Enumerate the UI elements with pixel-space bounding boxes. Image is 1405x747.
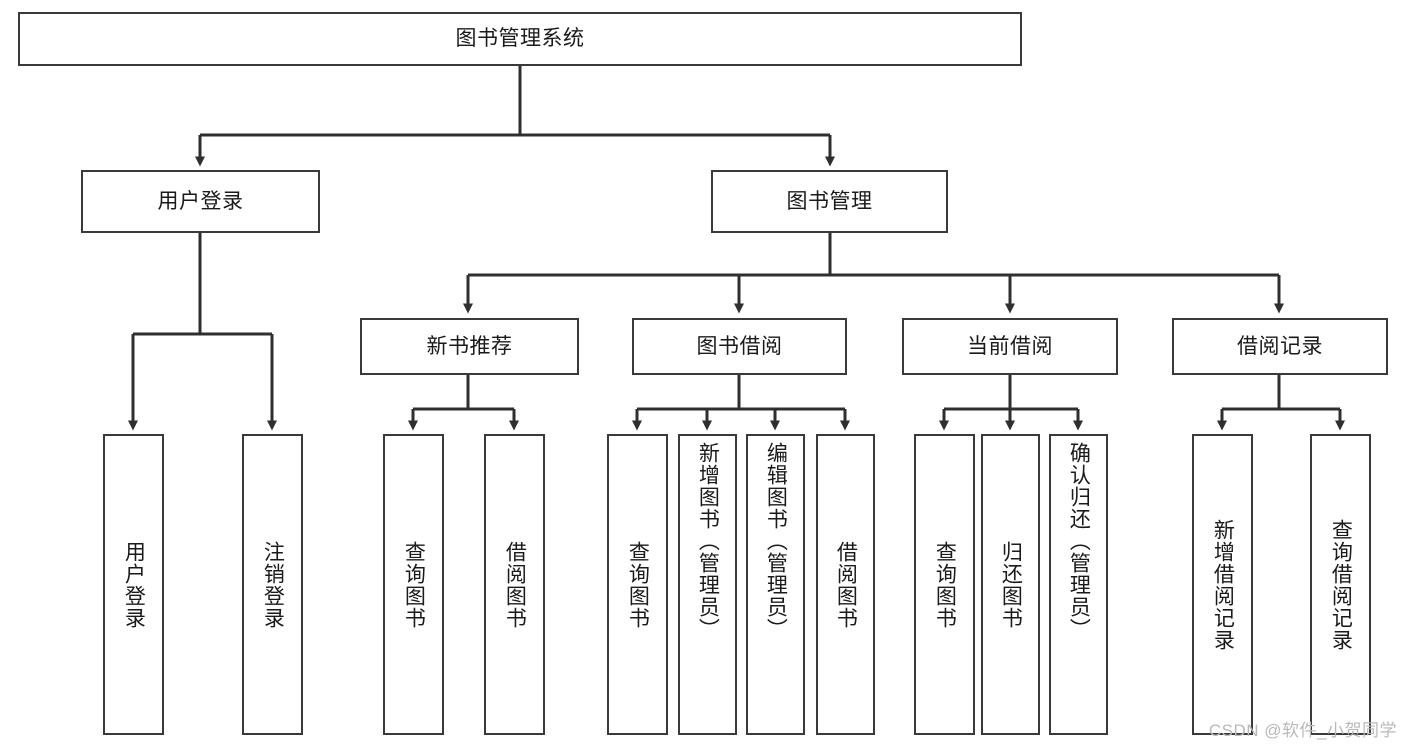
node-leaf-user-login[interactable]: 用户登录 bbox=[103, 434, 164, 735]
node-leaf-query-record-label: 查询借阅记录 bbox=[1329, 518, 1353, 651]
node-leaf-confirm-return-label: 确认归还（管理员） bbox=[1067, 442, 1091, 640]
csdn-watermark: CSDN @软件_小贺同学 bbox=[1208, 721, 1397, 740]
node-leaf-return-book-label: 归还图书 bbox=[999, 540, 1023, 629]
node-leaf-query-book-1-label: 查询图书 bbox=[402, 540, 426, 629]
node-leaf-query-record[interactable]: 查询借阅记录 bbox=[1310, 434, 1371, 735]
node-user-login[interactable]: 用户登录 bbox=[81, 170, 320, 233]
node-leaf-return-book[interactable]: 归还图书 bbox=[981, 434, 1040, 735]
node-leaf-confirm-return[interactable]: 确认归还（管理员） bbox=[1049, 434, 1108, 735]
node-leaf-add-record[interactable]: 新增借阅记录 bbox=[1192, 434, 1253, 735]
node-root[interactable]: 图书管理系统 bbox=[18, 12, 1022, 66]
node-leaf-borrow-book-2[interactable]: 借阅图书 bbox=[816, 434, 875, 735]
node-leaf-query-book-1[interactable]: 查询图书 bbox=[383, 434, 444, 735]
node-book-borrow-label: 图书借阅 bbox=[696, 334, 783, 358]
node-borrow-record-label: 借阅记录 bbox=[1237, 334, 1323, 358]
node-book-manage-label: 图书管理 bbox=[786, 189, 873, 213]
node-leaf-logout[interactable]: 注销登录 bbox=[242, 434, 303, 735]
node-root-label: 图书管理系统 bbox=[455, 27, 585, 51]
node-leaf-query-book-3-label: 查询图书 bbox=[933, 540, 957, 629]
node-leaf-logout-label: 注销登录 bbox=[261, 540, 285, 629]
node-book-borrow[interactable]: 图书借阅 bbox=[632, 318, 847, 375]
node-current-borrow[interactable]: 当前借阅 bbox=[902, 318, 1118, 375]
node-new-book-recommend[interactable]: 新书推荐 bbox=[360, 318, 579, 375]
node-leaf-borrow-book-2-label: 借阅图书 bbox=[834, 540, 858, 629]
node-leaf-borrow-book-1[interactable]: 借阅图书 bbox=[484, 434, 545, 735]
node-leaf-borrow-book-1-label: 借阅图书 bbox=[503, 540, 527, 629]
node-current-borrow-label: 当前借阅 bbox=[967, 334, 1053, 358]
node-new-book-recommend-label: 新书推荐 bbox=[426, 334, 513, 358]
node-leaf-edit-book[interactable]: 编辑图书（管理员） bbox=[746, 434, 805, 735]
node-leaf-query-book-3[interactable]: 查询图书 bbox=[914, 434, 975, 735]
node-leaf-query-book-2[interactable]: 查询图书 bbox=[607, 434, 668, 735]
node-leaf-add-book-label: 新增图书（管理员） bbox=[696, 442, 720, 640]
node-leaf-user-login-label: 用户登录 bbox=[122, 540, 146, 629]
node-leaf-add-book[interactable]: 新增图书（管理员） bbox=[678, 434, 737, 735]
node-borrow-record[interactable]: 借阅记录 bbox=[1172, 318, 1388, 375]
node-user-login-label: 用户登录 bbox=[157, 189, 244, 213]
node-book-manage[interactable]: 图书管理 bbox=[711, 170, 948, 233]
node-leaf-query-book-2-label: 查询图书 bbox=[626, 540, 650, 629]
node-leaf-edit-book-label: 编辑图书（管理员） bbox=[764, 442, 788, 640]
node-leaf-add-record-label: 新增借阅记录 bbox=[1211, 518, 1235, 651]
